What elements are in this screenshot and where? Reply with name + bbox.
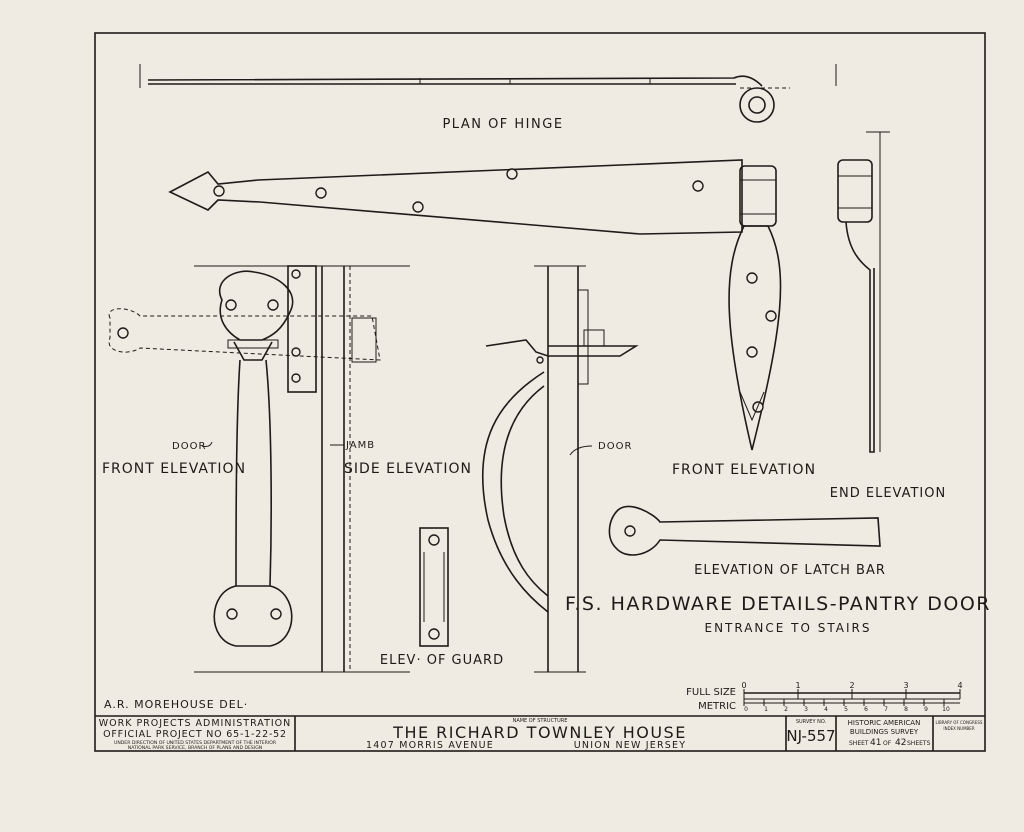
cm-tick-label: 0 <box>744 706 748 713</box>
door-label-right: DOOR <box>598 441 632 452</box>
survey-no-label: SURVEY NO. <box>796 719 827 725</box>
door-label-left: DOOR <box>172 441 206 452</box>
sheet-of: OF <box>883 740 892 747</box>
habs-line-1: HISTORIC AMERICAN <box>848 719 921 727</box>
sheet-count: SHEET 41 OF 42 SHEETS <box>849 738 931 748</box>
hinge-plan-view <box>139 64 837 123</box>
cm-tick-label: 5 <box>844 706 848 713</box>
name-of-structure-label: NAME OF STRUCTURE <box>513 718 568 724</box>
graphic-scale: FULL SIZE METRIC 0 1 2 3 4 0 1 2 3 4 5 6 7 8 9 10 <box>686 681 962 713</box>
cm-tick-label: 6 <box>864 706 868 713</box>
sheet-suffix: SHEETS <box>907 740 931 747</box>
cm-tick-label: 10 <box>942 706 950 713</box>
end-elevation-label: END ELEVATION <box>830 486 946 501</box>
front-elevation-right-label: FRONT ELEVATION <box>672 462 816 478</box>
latch-bar-elevation <box>608 505 881 556</box>
inch-tick-label: 4 <box>957 681 962 690</box>
sheet-subtitle: ENTRANCE TO STAIRS <box>704 621 871 635</box>
delineator-credit: A.R. MOREHOUSE DEL· <box>104 698 248 711</box>
cm-tick-label: 9 <box>924 706 928 713</box>
handle-front-elevation <box>108 265 410 673</box>
structure-address: 1407 MORRIS AVENUE <box>366 740 494 751</box>
sheet-total: 42 <box>895 738 906 748</box>
structure-name: THE RICHARD TOWNLEY HOUSE <box>392 723 687 742</box>
loc-line-1: LIBRARY OF CONGRESS <box>936 720 983 725</box>
cm-tick-label: 7 <box>884 706 888 713</box>
full-size-label: FULL SIZE <box>686 687 736 698</box>
plan-of-hinge-label: PLAN OF HINGE <box>442 117 563 132</box>
cm-tick-group: 0 1 2 3 4 5 6 7 8 9 10 <box>743 699 950 713</box>
guard-elevation <box>419 527 449 647</box>
wpa-line-4: NATIONAL PARK SERVICE, BRANCH OF PLANS A… <box>128 745 262 751</box>
loc-line-2: INDEX NUMBER <box>943 726 974 731</box>
inch-tick-label: 0 <box>741 681 746 690</box>
elev-of-guard-label: ELEV· OF GUARD <box>380 653 504 668</box>
wpa-line-3: UNDER DIRECTION OF UNITED STATES DEPARTM… <box>114 740 277 746</box>
jamb-label: JAMB <box>345 440 375 451</box>
front-elevation-left-label: FRONT ELEVATION <box>102 461 246 477</box>
cm-tick-label: 4 <box>824 706 828 713</box>
wpa-line-2: OFFICIAL PROJECT NO 65-1-22-52 <box>103 729 287 740</box>
wpa-line-1: WORK PROJECTS ADMINISTRATION <box>99 718 292 729</box>
handle-side-elevation <box>481 265 639 673</box>
cm-tick-label: 1 <box>764 706 768 713</box>
title-block <box>95 715 985 751</box>
end-elevation-view <box>837 131 890 453</box>
sheet-border <box>94 32 986 752</box>
inch-tick-group: 0 1 2 3 4 <box>741 681 963 699</box>
sheet-prefix: SHEET <box>849 740 869 747</box>
inch-tick-label: 2 <box>849 681 854 690</box>
habs-line-2: BUILDINGS SURVEY <box>850 728 919 736</box>
survey-number: NJ-557 <box>786 727 835 745</box>
cm-tick-label: 2 <box>784 706 788 713</box>
elevation-latch-bar-label: ELEVATION OF LATCH BAR <box>694 563 886 578</box>
structure-location: UNION NEW JERSEY <box>574 740 686 751</box>
sheet-title: F.S. HARDWARE DETAILS-PANTRY DOOR <box>565 593 991 615</box>
cm-tick-label: 8 <box>904 706 908 713</box>
metric-label: METRIC <box>698 701 736 712</box>
side-elevation-label: SIDE ELEVATION <box>344 461 472 477</box>
inch-tick-label: 1 <box>795 681 800 690</box>
hinge-strap-elevation <box>168 159 782 451</box>
inch-tick-label: 3 <box>903 681 908 690</box>
sheet-number: 41 <box>870 738 881 748</box>
cm-tick-label: 3 <box>804 706 808 713</box>
